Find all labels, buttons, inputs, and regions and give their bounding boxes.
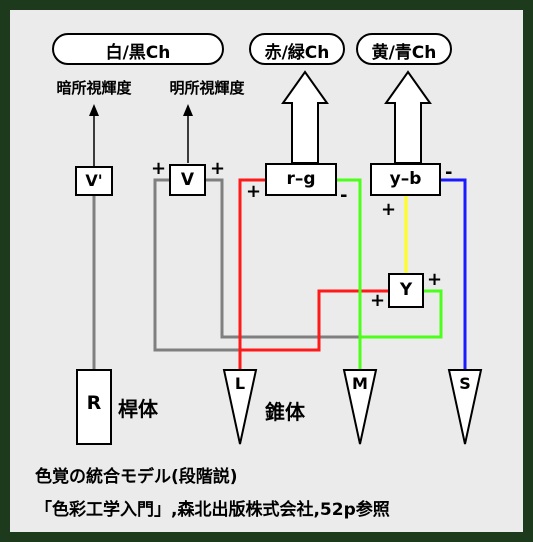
v-right-gray-path [205,178,360,339]
cone-m-letter: M [352,374,368,393]
rg-plus-sign: + [246,181,262,202]
photopic-arrow-head [183,104,193,116]
v-prime-label: V' [85,171,103,190]
v-label: V [180,170,195,190]
y-plus-left-sign: + [370,290,386,311]
cone-label: 錐体 [265,400,305,424]
cone-s-receptor [447,369,483,445]
rod-label: 桿体 [118,397,158,421]
scotopic-arrow-head [89,104,99,116]
blue-path [440,178,467,370]
v-node [169,164,206,196]
y-red-path [240,289,389,352]
rod-receptor [76,369,112,445]
caption-source: 「色彩工学入門」,森北出版株式会社,52p参照 [35,500,390,520]
yb-node [370,163,441,196]
yellow-blue-channel-pill [356,33,452,65]
v-prime-node [75,166,113,196]
yellow-blue-output-arrow [384,70,432,164]
rg-node [265,163,337,196]
photopic-luminance-label: 明所視輝度 [169,79,245,97]
rg-green-path [336,178,362,370]
yellow-blue-channel-label: 黄/青Ch [371,43,437,63]
yb-plus-sign: + [381,199,397,220]
red-green-channel-label: 赤/緑Ch [264,43,330,63]
y-node [388,273,424,308]
red-green-channel-pill [249,33,345,65]
v-left-gray-path [153,178,319,352]
achromatic-channel-pill [52,33,224,65]
y-plus-right-sign: + [427,269,443,290]
red-green-output-arrow [281,70,329,164]
caption-title: 色覚の統合モデル(段階説) [35,467,238,487]
yb-minus-sign: - [445,162,453,183]
cone-s-letter: S [459,374,471,393]
y-green-path [360,289,443,339]
v-plus-right-sign: + [210,158,226,179]
yb-label: y–b [389,169,422,189]
y-label: Y [399,280,413,300]
cone-m-receptor [342,369,378,445]
rg-red-path [238,178,266,370]
achromatic-channel-label: 白/黒Ch [105,43,171,63]
rod-letter: R [86,392,102,414]
rg-label: r–g [286,169,316,189]
cone-l-letter: L [234,374,246,393]
v-plus-left-sign: + [151,158,167,179]
cone-l-receptor [222,369,258,445]
rg-minus-sign: - [340,185,348,206]
scotopic-luminance-label: 暗所視輝度 [56,79,132,97]
